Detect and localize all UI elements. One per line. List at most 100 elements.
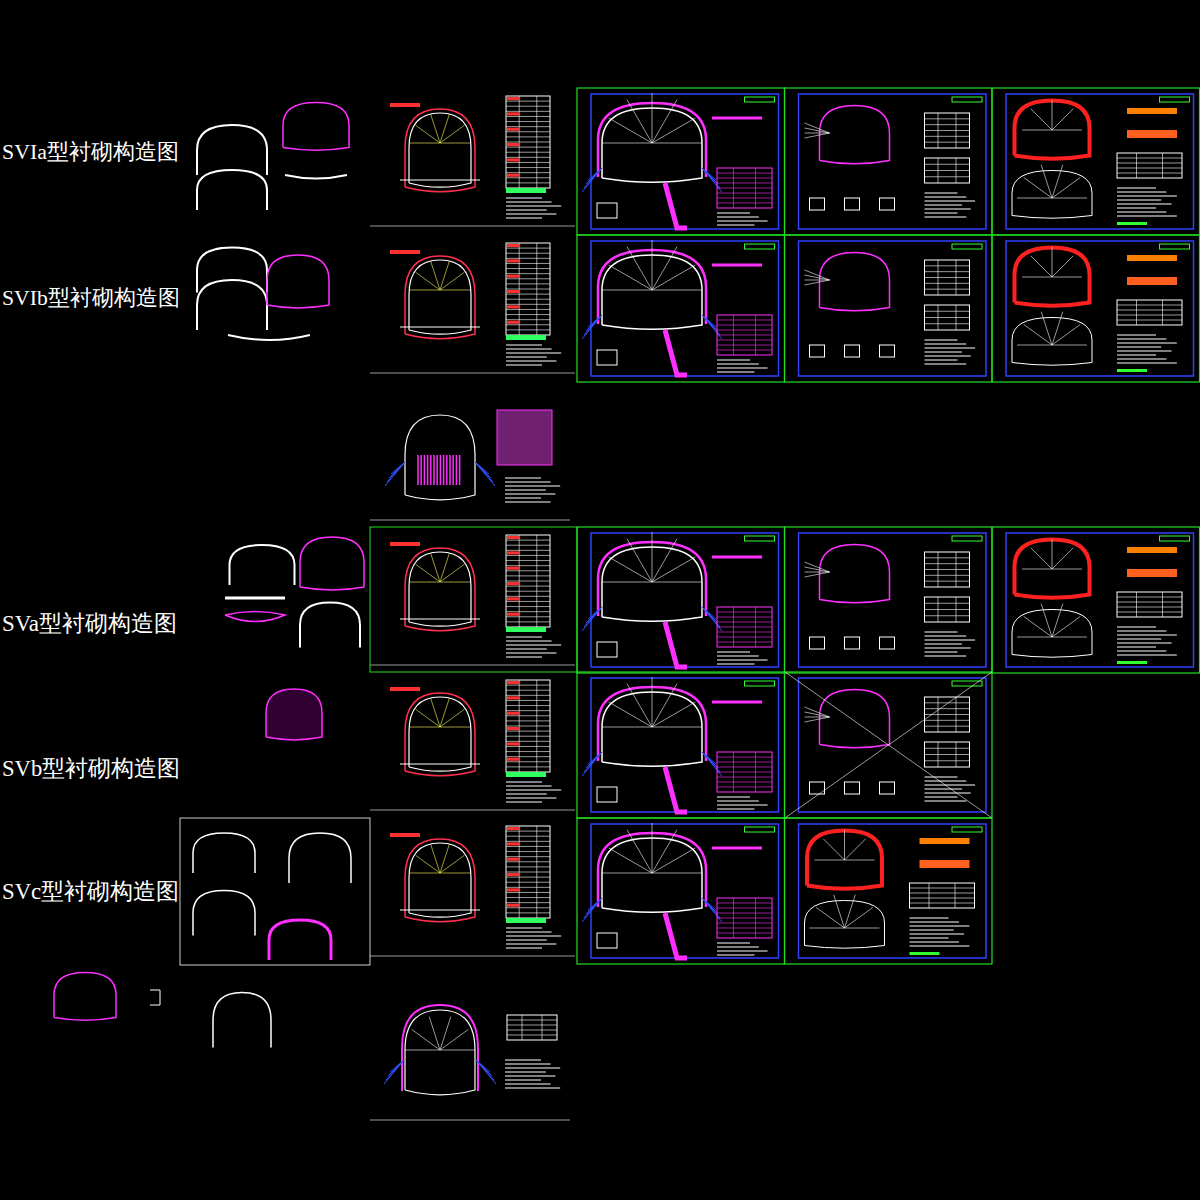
leader-line [925, 720, 970, 721]
leader-line [506, 540, 550, 541]
leader-line [956, 597, 957, 622]
leader-line [925, 356, 971, 357]
tunnel-arch [300, 537, 364, 590]
sheet-frame [717, 607, 772, 647]
table-cell [507, 128, 519, 131]
leader-line [717, 364, 759, 365]
leader-line [400, 180, 480, 181]
leader-line [925, 615, 970, 616]
leader-line [956, 305, 957, 330]
leader-line [712, 117, 762, 120]
leader-line [602, 873, 652, 874]
table-cell [1117, 661, 1147, 664]
leader-line [427, 455, 429, 485]
leader-line [506, 560, 550, 561]
sheet-frame [597, 642, 617, 657]
leader-line [652, 532, 653, 582]
leader-line [506, 846, 550, 847]
table-cell [920, 838, 970, 844]
leader-line [602, 727, 652, 728]
tunnel-arch [409, 697, 471, 771]
leader-line [1022, 130, 1052, 131]
leader-line [400, 619, 480, 620]
leader-line [506, 746, 550, 747]
leader-line [925, 648, 971, 649]
leader-line [1117, 597, 1182, 598]
leader-line [956, 552, 957, 587]
leader-line [938, 113, 939, 148]
leader-line [755, 752, 756, 792]
leader-line [506, 715, 550, 716]
leader-line [1052, 604, 1063, 637]
table-cell [1127, 547, 1177, 553]
table-cell [507, 827, 519, 830]
leader-line [505, 1064, 551, 1065]
leader-line [717, 757, 772, 758]
leader-line [506, 198, 542, 199]
leader-line [370, 956, 575, 957]
leader-line [816, 907, 844, 928]
sheet-frame [925, 158, 970, 183]
leader-line [505, 482, 551, 483]
leader-line [440, 564, 464, 582]
leader-line [506, 258, 550, 259]
leader-line [717, 632, 772, 633]
leader-line [910, 942, 959, 943]
table-cell [507, 727, 519, 730]
leader-line [506, 349, 552, 350]
leader-line [506, 365, 542, 366]
leader-line [717, 656, 759, 657]
leader-line [506, 606, 550, 607]
leader-line [627, 830, 652, 873]
tunnel-arch [197, 280, 267, 330]
leader-line [506, 581, 550, 582]
leader-line [506, 601, 550, 602]
leader-line [506, 283, 550, 284]
leader-line [1117, 627, 1156, 628]
leader-line [405, 1050, 440, 1051]
leader-line [1041, 165, 1052, 198]
leader-line [1117, 158, 1182, 159]
leader-line [440, 290, 470, 291]
leader-line [506, 856, 550, 857]
leader-line [370, 226, 575, 227]
leader-line [602, 143, 652, 144]
tunnel-arch [54, 973, 116, 1021]
leader-line [652, 823, 653, 873]
leader-line [702, 315, 722, 339]
leader-line [717, 627, 772, 628]
leader-line [431, 261, 440, 290]
sheet-frame [1117, 300, 1182, 325]
leader-line [506, 248, 550, 249]
leader-line [810, 928, 845, 929]
tunnel-arch [405, 415, 475, 500]
leader-line [1117, 173, 1182, 174]
leader-line [1031, 109, 1052, 130]
leader-line [717, 782, 772, 783]
leader-line [717, 801, 759, 802]
table-cell [910, 952, 940, 955]
leader-line [505, 478, 541, 479]
leader-line [925, 801, 967, 802]
leader-line [456, 455, 458, 485]
leader-line [449, 455, 451, 485]
leader-line [717, 809, 754, 810]
sheet-frame [785, 235, 993, 382]
table-cell [507, 696, 519, 699]
leader-line [1017, 345, 1052, 346]
leader-line [416, 564, 440, 582]
sheet-frame [1117, 592, 1182, 617]
leader-line [506, 798, 556, 799]
leader-line [1052, 312, 1063, 345]
leader-line [652, 247, 677, 290]
table-cell [390, 250, 420, 254]
leader-line [431, 698, 440, 727]
leader-line [1117, 655, 1177, 656]
title-block [952, 244, 982, 249]
leader-line [925, 170, 970, 171]
leader-line [925, 557, 970, 558]
leader-line [717, 617, 772, 618]
tunnel-arch [1012, 610, 1092, 658]
leader-line [506, 116, 550, 117]
leader-line [506, 700, 550, 701]
